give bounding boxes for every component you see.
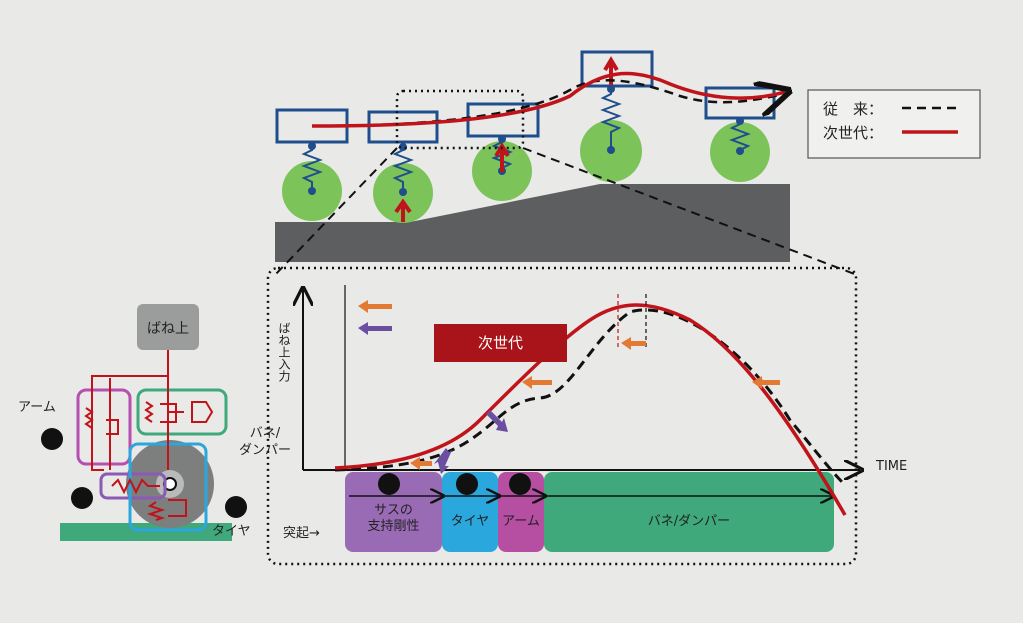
wheel-1: [275, 108, 349, 221]
legend: [807, 89, 981, 159]
sprung-mass-label: ばね上: [147, 321, 189, 337]
orange-arrows: [358, 300, 780, 470]
arm-label: アーム: [18, 400, 56, 415]
phase-label-spring-damper: バネ/ダンパー: [647, 514, 731, 529]
ground-plate: [60, 523, 232, 541]
linkage-lines: [84, 350, 214, 521]
wheel-3: [466, 102, 540, 201]
phase-label-arm: アーム: [502, 514, 540, 529]
chart-frame: [266, 266, 858, 566]
phase-ball-2: [456, 473, 478, 495]
phase-band-tire: [442, 472, 498, 552]
conventional-curve: [334, 308, 847, 487]
x-axis-label: TIME: [876, 459, 908, 474]
y-axis-label: ばね上入力: [277, 322, 291, 382]
next-gen-curve: [334, 303, 847, 516]
chart: [303, 285, 860, 552]
next-gen-tag: 次世代: [477, 334, 523, 352]
sprung-mass-box: [137, 304, 199, 350]
phase-ball-1: [378, 473, 400, 495]
legend-next-gen-label: 次世代：: [823, 124, 884, 142]
wheel-4: [580, 50, 654, 182]
arm-bushing-box: [76, 388, 132, 466]
suspension-schematic: [41, 304, 247, 541]
wheel-2: [367, 110, 439, 223]
purple-arrows: [358, 322, 508, 474]
bump-label: 突起→: [283, 526, 320, 541]
phase-band-spring-damper: [544, 472, 834, 552]
next-gen-tag-box: [434, 324, 567, 362]
legend-conventional-label: 従 来：: [823, 100, 884, 118]
phase-band-support: [345, 472, 442, 552]
tire-label: タイヤ: [212, 524, 251, 539]
lower-arm-box: [99, 472, 167, 500]
zoom-region: [395, 89, 525, 150]
road-scene: [275, 50, 790, 262]
phase-ball-3: [509, 473, 531, 495]
road-surface: [275, 184, 790, 262]
phase-label-tire: タイヤ: [450, 514, 490, 529]
phase-label-support: サスの 支持剛性: [367, 503, 420, 534]
upper-mount-box: [136, 388, 228, 436]
spring-damper-side-label: バネ/ ダンパー: [238, 426, 291, 458]
next-gen-trajectory: [311, 71, 785, 128]
